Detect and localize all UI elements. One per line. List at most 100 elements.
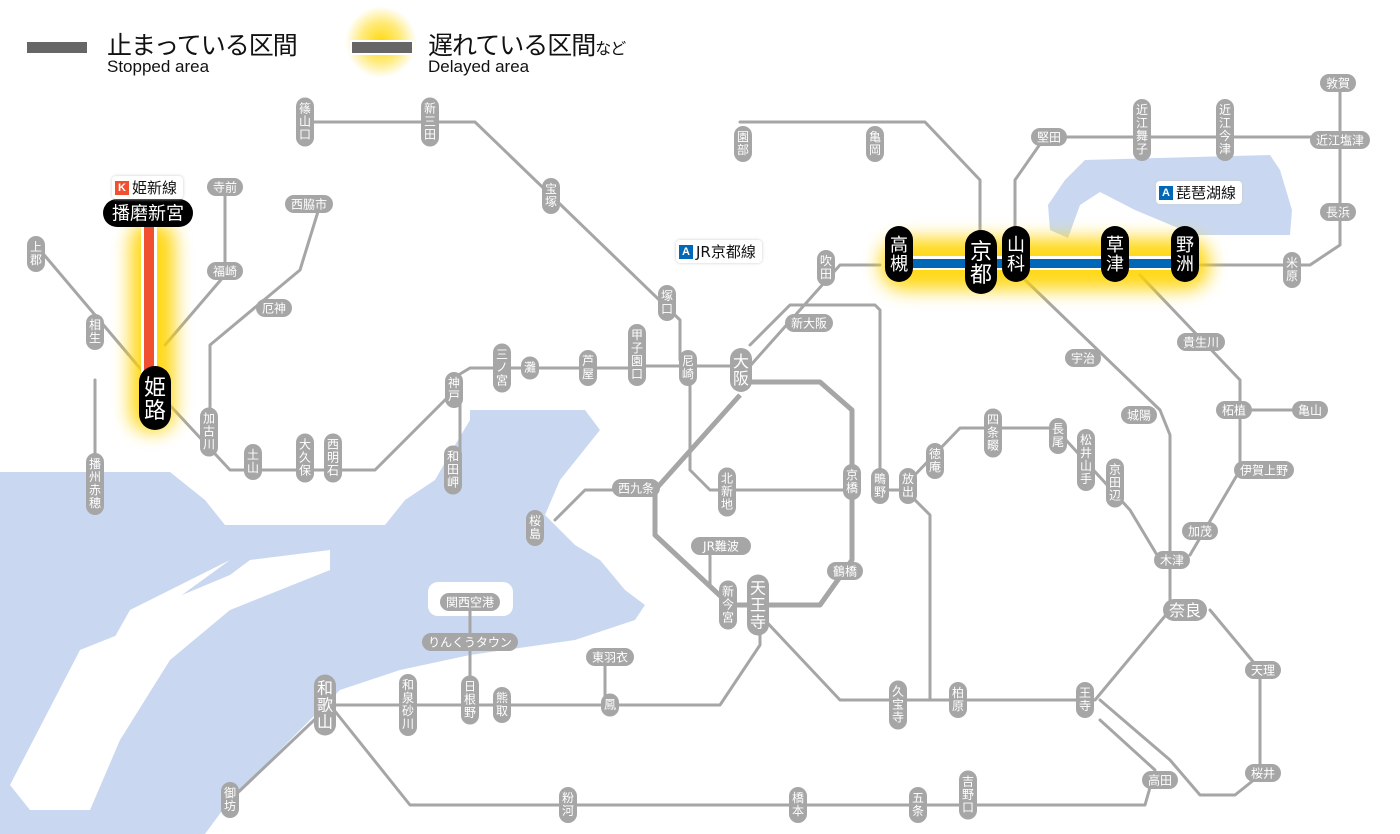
station-normal[interactable]: りんくうタウン	[422, 633, 518, 651]
station-normal[interactable]: 新大阪	[785, 314, 833, 332]
station-active[interactable]: 播磨新宮	[103, 199, 193, 227]
station-normal[interactable]: 加古川	[200, 407, 218, 457]
station-normal[interactable]: 橋本	[789, 787, 807, 823]
station-normal[interactable]: 厄神	[256, 299, 292, 317]
station-pill	[422, 633, 518, 651]
station-normal[interactable]: 近江塩津	[1310, 131, 1370, 149]
station-normal[interactable]: 加茂	[1182, 522, 1218, 540]
station-normal[interactable]: 柏原	[949, 682, 967, 718]
station-normal[interactable]: 桜島	[526, 510, 544, 546]
station-active[interactable]: 山科	[1002, 226, 1030, 282]
station-normal[interactable]: 上郡	[27, 236, 45, 272]
station-normal[interactable]: 堅田	[1031, 128, 1067, 146]
station-normal[interactable]: 城陽	[1121, 406, 1157, 424]
station-name: 奈良	[1169, 601, 1201, 620]
station-normal[interactable]: 宝塚	[542, 178, 560, 214]
station-normal[interactable]: 福崎	[207, 262, 243, 280]
station-normal[interactable]: 三ノ宮	[493, 343, 511, 393]
station-normal[interactable]: 甲子園口	[628, 324, 646, 386]
station-normal[interactable]: 四条畷	[984, 408, 1002, 458]
station-normal[interactable]: 京田辺	[1106, 458, 1124, 508]
station-normal[interactable]: 和田岬	[444, 445, 462, 495]
station-normal[interactable]: 近江舞子	[1133, 99, 1151, 161]
station-normal[interactable]: 西九条	[612, 479, 660, 497]
station-active[interactable]: 野洲	[1171, 226, 1199, 282]
station-normal[interactable]: 敦賀	[1320, 74, 1356, 92]
station-normal[interactable]: 木津	[1154, 551, 1190, 569]
station-normal[interactable]: 塚口	[658, 285, 676, 321]
station-normal[interactable]: 大阪	[730, 348, 752, 392]
station-normal[interactable]: 寺前	[207, 178, 243, 196]
station-normal[interactable]: 新三田	[421, 97, 439, 147]
station-name: 堅田	[1037, 130, 1061, 144]
station-name: 草津	[1106, 235, 1124, 275]
station-normal[interactable]: 鶴橋	[827, 562, 863, 580]
station-normal[interactable]: 和泉砂川	[399, 674, 417, 736]
station-normal[interactable]: 神戸	[445, 372, 463, 408]
station-name: 天王寺	[750, 579, 766, 632]
station-normal[interactable]: 長浜	[1320, 203, 1356, 221]
station-name: 野洲	[1176, 235, 1194, 275]
station-normal[interactable]: 和歌山	[314, 674, 336, 736]
line-label-jr-kyoto[interactable]: A JR京都線	[676, 240, 762, 263]
station-normal[interactable]: 伊賀上野	[1234, 461, 1294, 479]
line-label-biwako[interactable]: A 琵琶湖線	[1156, 181, 1243, 204]
station-normal[interactable]: 播州赤穂	[86, 453, 104, 515]
station-normal[interactable]: JR難波	[691, 537, 751, 555]
station-normal[interactable]: 貴生川	[1177, 333, 1225, 351]
station-normal[interactable]: 熊取	[493, 687, 511, 723]
station-normal[interactable]: 新今宮	[719, 580, 737, 630]
station-name: りんくうタウン	[428, 635, 512, 649]
station-normal[interactable]: 亀岡	[866, 126, 884, 162]
station-normal[interactable]: 御坊	[221, 782, 239, 818]
station-normal[interactable]: 松井山手	[1077, 429, 1095, 491]
station-normal[interactable]: 園部	[734, 126, 752, 162]
station-normal[interactable]: 高田	[1142, 771, 1178, 789]
station-normal[interactable]: 王寺	[1076, 682, 1094, 718]
station-normal[interactable]: 大久保	[296, 433, 314, 483]
station-normal[interactable]: 関西空港	[440, 593, 500, 611]
station-active[interactable]: 姫路	[139, 366, 171, 430]
station-normal[interactable]: 東羽衣	[586, 648, 634, 666]
station-normal[interactable]: 芦屋	[579, 350, 597, 386]
station-normal[interactable]: 尼崎	[679, 350, 697, 386]
station-normal[interactable]: 相生	[86, 314, 104, 350]
station-name: 王寺	[1079, 686, 1091, 713]
station-normal[interactable]: 鴫野	[871, 468, 889, 504]
line-name: 琵琶湖線	[1176, 184, 1237, 202]
station-normal[interactable]: 久宝寺	[889, 680, 907, 730]
station-normal[interactable]: 日根野	[461, 675, 479, 725]
station-normal[interactable]: 宇治	[1065, 349, 1101, 367]
station-active[interactable]: 草津	[1101, 226, 1129, 282]
station-normal[interactable]: 篠山口	[296, 97, 314, 147]
station-normal[interactable]: 鳳	[601, 693, 619, 717]
station-normal[interactable]: 天理	[1245, 661, 1281, 679]
station-normal[interactable]: 奈良	[1163, 599, 1207, 621]
station-normal[interactable]: 亀山	[1292, 401, 1328, 419]
station-active[interactable]: 京都	[965, 230, 997, 294]
station-normal[interactable]: 粉河	[559, 787, 577, 823]
station-name: 天理	[1251, 663, 1275, 677]
station-normal[interactable]: 徳庵	[926, 443, 944, 479]
station-normal[interactable]: 放出	[899, 468, 917, 504]
line-label-kishin[interactable]: K 姫新線	[112, 176, 184, 199]
station-normal[interactable]: 西脇市	[285, 195, 333, 213]
station-normal[interactable]: 灘	[521, 356, 539, 380]
station-normal[interactable]: 吹田	[817, 250, 835, 286]
station-name: 宝塚	[545, 182, 557, 209]
station-normal[interactable]: 五条	[909, 787, 927, 823]
station-pill	[679, 350, 697, 386]
station-active[interactable]: 高槻	[885, 226, 913, 282]
station-normal[interactable]: 吉野口	[959, 770, 977, 820]
station-normal[interactable]: 近江今津	[1216, 99, 1234, 161]
station-normal[interactable]: 天王寺	[747, 574, 769, 636]
station-normal[interactable]: 米原	[1283, 252, 1301, 288]
station-normal[interactable]: 京橋	[843, 464, 861, 500]
station-normal[interactable]: 西明石	[324, 433, 342, 483]
station-pill	[789, 787, 807, 823]
station-normal[interactable]: 土山	[244, 444, 262, 480]
station-normal[interactable]: 柘植	[1216, 401, 1252, 419]
station-normal[interactable]: 桜井	[1245, 764, 1281, 782]
station-normal[interactable]: 長尾	[1049, 418, 1067, 454]
station-normal[interactable]: 北新地	[718, 467, 736, 517]
